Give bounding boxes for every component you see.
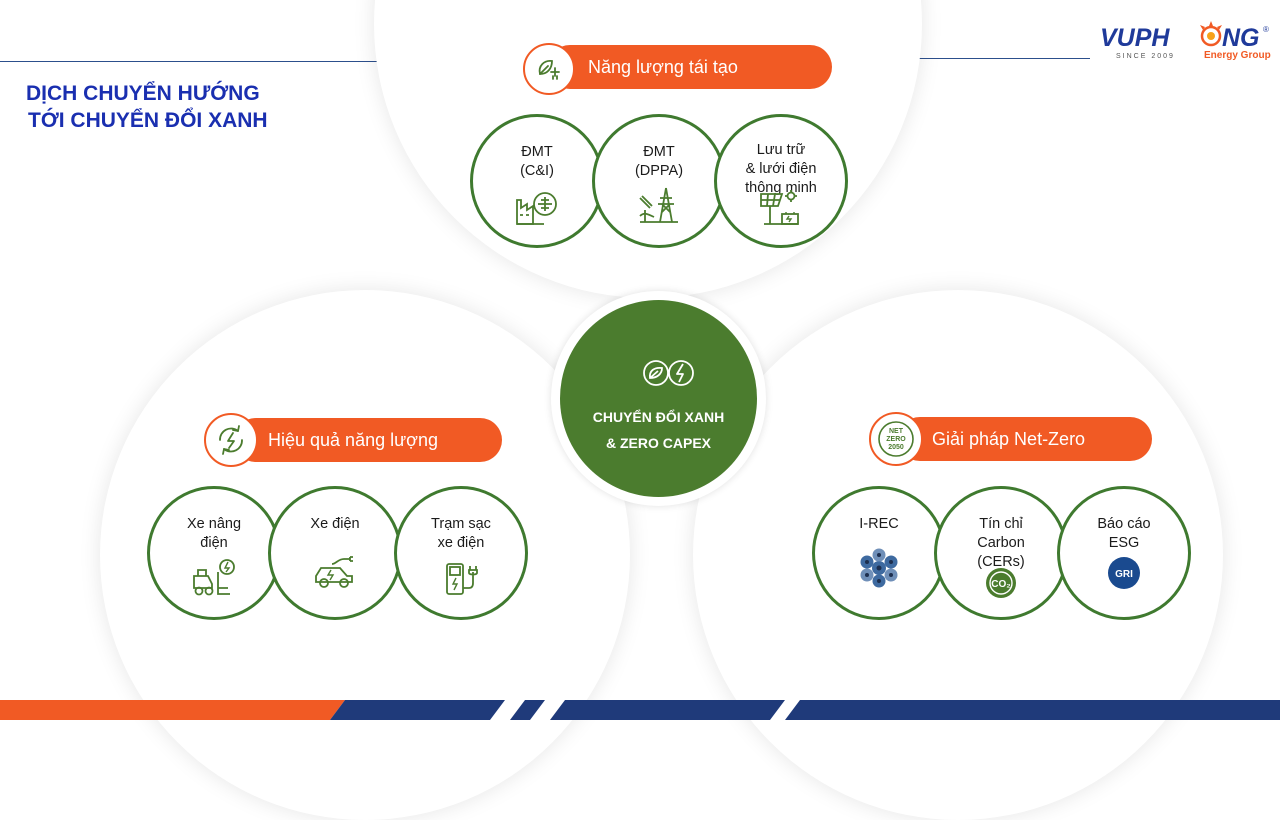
co2-icon: CO₂ bbox=[984, 566, 1018, 605]
svg-text:GRI: GRI bbox=[1115, 569, 1133, 580]
node-irec-label: I-REC bbox=[859, 516, 899, 532]
center-circle: CHUYỂN ĐỔI XANH & ZERO CAPEX bbox=[551, 291, 766, 506]
node-charging-station: Trạm sạc xe điện bbox=[394, 486, 528, 620]
node-storage-label: Lưu trữ & lưới điện thông minh bbox=[745, 142, 817, 196]
header-line-right bbox=[916, 58, 1090, 59]
forklift-icon bbox=[190, 558, 238, 603]
logo-brand-end: NG bbox=[1222, 24, 1260, 52]
node-esg-label: Báo cáo ESG bbox=[1097, 516, 1151, 551]
svg-text:®: ® bbox=[1263, 25, 1269, 34]
netzero-pill-label: Giải pháp Net-Zero bbox=[932, 429, 1086, 449]
node-carbon-credits: Tín chỉ Carbon (CERs) CO₂ bbox=[934, 486, 1068, 620]
solar-pylon-icon bbox=[636, 184, 682, 231]
node-carbon-label: Tín chỉ Carbon (CERs) bbox=[977, 516, 1025, 570]
vuphong-logo: VUPH NG ® SINCE 2009 Energy Group bbox=[1098, 18, 1274, 62]
node-dmt-dppa-label: ĐMT (DPPA) bbox=[634, 144, 684, 179]
logo-since: SINCE 2009 bbox=[1116, 53, 1175, 60]
page-title: DỊCH CHUYỂN HƯỚNG TỚI CHUYỂN ĐỔI XANH bbox=[26, 80, 268, 134]
title-line-1: DỊCH CHUYỂN HƯỚNG bbox=[26, 82, 260, 105]
node-esg-report: Báo cáo ESG GRI bbox=[1057, 486, 1191, 620]
center-core: CHUYỂN ĐỔI XANH & ZERO CAPEX bbox=[560, 300, 757, 497]
irec-icon bbox=[857, 546, 901, 595]
logo-sun-icon bbox=[1200, 21, 1222, 47]
energy-cycle-icon bbox=[204, 413, 258, 467]
renewable-pill: Năng lượng tái tạo bbox=[548, 45, 832, 89]
net-zero-badge-icon: NET ZERO 2050 bbox=[869, 412, 923, 466]
node-dmt-ci-label: ĐMT (C&I) bbox=[520, 144, 554, 179]
node-irec: I-REC bbox=[812, 486, 946, 620]
title-line-2: TỚI CHUYỂN ĐỔI XANH bbox=[28, 109, 268, 132]
node-dmt-dppa: ĐMT (DPPA) bbox=[592, 114, 726, 248]
netzero-pill: Giải pháp Net-Zero bbox=[898, 417, 1152, 461]
logo-group: Energy Group bbox=[1204, 50, 1271, 61]
solar-battery-icon bbox=[758, 190, 804, 235]
logo-brand-text: VUPH bbox=[1100, 24, 1170, 52]
node-forklift-label: Xe nâng điện bbox=[186, 516, 242, 551]
node-dmt-ci: ĐMT (C&I) bbox=[470, 114, 604, 248]
gri-icon: GRI bbox=[1107, 556, 1141, 595]
svg-text:CO₂: CO₂ bbox=[991, 579, 1010, 590]
node-charging-label: Trạm sạc xe điện bbox=[431, 516, 491, 551]
svg-text:2050: 2050 bbox=[888, 444, 904, 451]
center-label: CHUYỂN ĐỔI XANH & ZERO CAPEX bbox=[592, 409, 725, 451]
node-electric-forklift: Xe nâng điện bbox=[147, 486, 281, 620]
footer-stripe bbox=[0, 700, 1280, 720]
leaf-lightning-icon bbox=[643, 359, 695, 392]
renewable-plug-icon bbox=[523, 43, 575, 95]
charging-station-icon bbox=[441, 558, 481, 603]
node-storage-smartgrid: Lưu trữ & lưới điện thông minh bbox=[714, 114, 848, 248]
electric-car-icon bbox=[312, 556, 358, 595]
efficiency-pill: Hiệu quả năng lượng bbox=[234, 418, 502, 462]
svg-text:ZERO: ZERO bbox=[886, 436, 906, 443]
node-electric-car: Xe điện bbox=[268, 486, 402, 620]
svg-text:NET: NET bbox=[889, 428, 904, 435]
renewable-pill-label: Năng lượng tái tạo bbox=[588, 57, 738, 77]
efficiency-pill-label: Hiệu quả năng lượng bbox=[268, 430, 438, 450]
node-ecar-label: Xe điện bbox=[310, 516, 360, 532]
factory-solar-icon bbox=[514, 186, 560, 231]
header-line-left bbox=[0, 61, 380, 62]
